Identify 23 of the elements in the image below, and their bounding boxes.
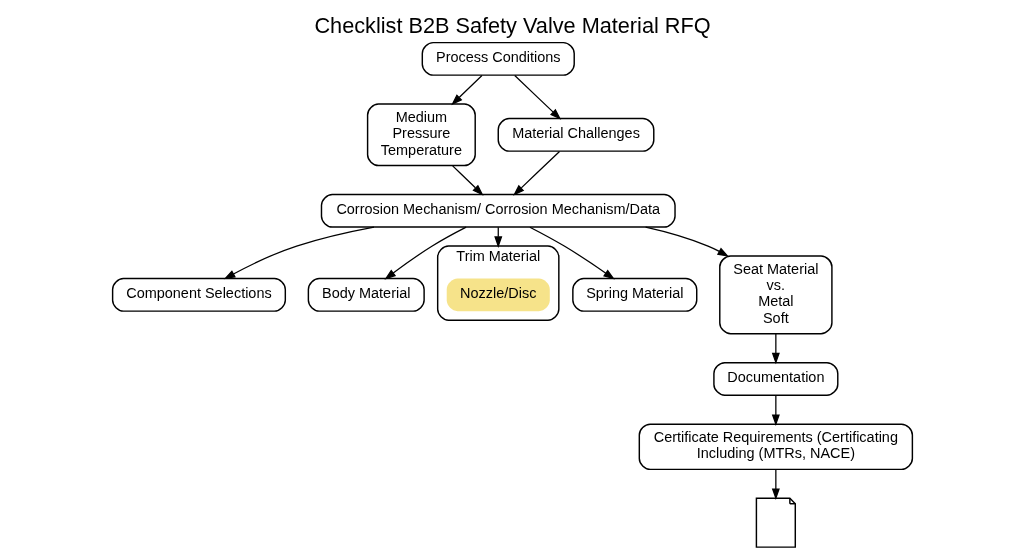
arrow [223,226,375,280]
node-box: Nozzle/Disc [446,278,550,312]
node-box: Process Conditions [421,41,575,76]
arrow [383,226,467,280]
node-box: Component Selections [111,277,286,312]
arrow [771,333,780,365]
node-box: Seat Material vs. Metal Soft [718,255,833,335]
arrow [644,226,729,257]
arrow [771,468,780,500]
node-box: Spring Material [571,277,697,312]
node-box: Corrosion Mechanism/ Corrosion Mechanism/Data [320,193,676,228]
diagram-title: Checklist B2B Safety Valve Material RFQ [313,12,711,38]
node-box: Documentation [712,361,838,396]
arrow [512,150,560,196]
arrow [771,394,780,427]
arrow [528,226,615,280]
node-box: Body Material [307,277,425,312]
node-box: Medium Pressure Temperature [366,103,476,167]
node-box: Material Challenges [497,117,654,152]
arrow [450,74,483,106]
node-box: Certificate Requirements (Certificating Including (MTRs, NACE) [638,423,913,471]
arrow [451,165,484,196]
arrow [513,74,561,120]
